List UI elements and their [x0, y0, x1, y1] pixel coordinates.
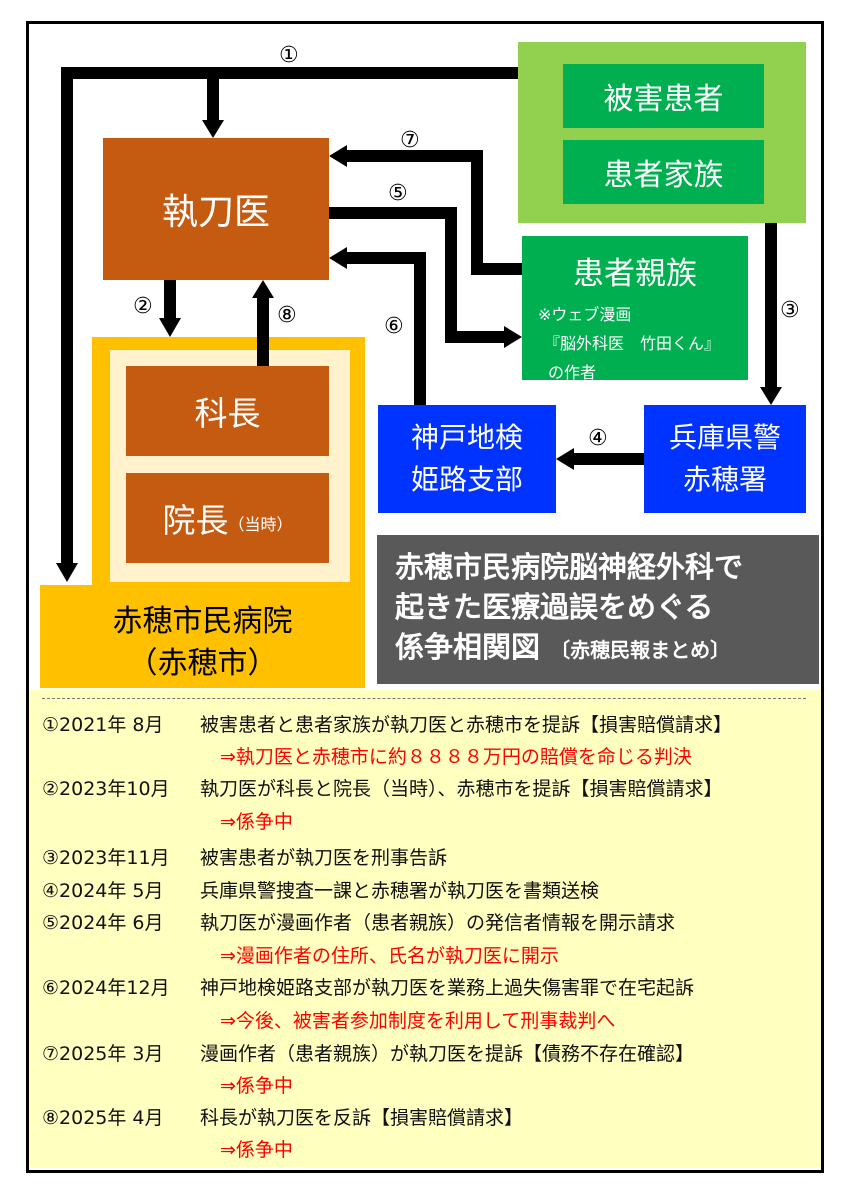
timeline-date: ①2021年 8月 [42, 714, 164, 736]
arrow-3-head [760, 387, 782, 405]
divider [42, 698, 806, 699]
arrow-label-6: ⑥ [384, 314, 404, 339]
arrow-6-line [345, 252, 426, 405]
timeline-row-5: ⑤2024年 6月 執刀医が漫画作者（患者親族）の発信者情報を開示請求 [42, 908, 675, 935]
timeline-text: 兵庫県警捜査一課と赤穂署が執刀医を書類送検 [200, 880, 600, 902]
prosecutor-line-2: 姫路支部 [410, 463, 523, 496]
arrow-label-1: ① [279, 43, 299, 68]
timeline-row-8: ⑧2025年 4月 科長が執刀医を反訴【損害賠償請求】 [42, 1103, 523, 1130]
arrow-1-line [61, 67, 518, 565]
victim-patient-label: 被害患者 [603, 82, 724, 117]
title-line-3: 係争相関図 [395, 630, 541, 665]
surgeon-label: 執刀医 [161, 192, 270, 233]
arrow-label-3: ③ [780, 298, 800, 323]
timeline-text: 執刀医が科長と院長（当時）、赤穂市を提訴【損害賠償請求】 [200, 778, 723, 800]
timeline-date: ⑤2024年 6月 [42, 912, 164, 934]
arrow-label-4: ④ [588, 426, 608, 451]
title-source: 〔赤穂民報まとめ〕 [550, 638, 731, 663]
police-line-1: 兵庫県警 [668, 421, 781, 454]
victim-patient-box: 被害患者 [563, 64, 764, 128]
timeline-date: ⑥2024年12月 [42, 977, 170, 999]
director-label: 院長 [162, 501, 229, 540]
arrow-7-head [329, 145, 347, 167]
arrow-4-head [556, 448, 574, 470]
arrow-1-branch-head [202, 120, 224, 138]
arrow-label-5: ⑤ [388, 181, 408, 206]
prosecutor-line-1: 神戸地検 [410, 421, 523, 454]
prosecutor-box: 神戸地検姫路支部 [378, 405, 556, 513]
arrow-label-7: ⑦ [400, 128, 420, 153]
timeline-date: ⑧2025年 4月 [42, 1107, 164, 1129]
timeline-text: 執刀医が漫画作者（患者親族）の発信者情報を開示請求 [200, 912, 676, 934]
relative-note-2: 『脳外科医 竹田くん』 [544, 334, 721, 353]
director-note: （当時） [228, 515, 293, 534]
arrow-1-head [56, 563, 78, 582]
arrow-label-2: ② [133, 294, 153, 319]
timeline-row-7: ⑦2025年 3月 漫画作者（患者親族）が執刀医を提訴【債務不存在確認】 [42, 1039, 694, 1066]
relative-note-3: の作者 [548, 363, 597, 382]
hospital-group-lower [40, 585, 365, 688]
arrow-5-head [504, 326, 522, 348]
timeline-result-6: ⇒今後、被害者参加制度を利用して刑事裁判へ [220, 1010, 616, 1032]
police-box: 兵庫県警赤穂署 [644, 405, 806, 513]
arrow-5-line [329, 207, 505, 343]
director-box: 院長（当時） [126, 473, 329, 563]
timeline-row-4: ④2024年 5月 兵庫県警捜査一課と赤穂署が執刀医を書類送検 [42, 876, 599, 903]
timeline-text: 被害患者が執刀医を刑事告訴 [200, 847, 448, 869]
timeline-text: 漫画作者（患者親族）が執刀医を提訴【債務不存在確認】 [200, 1043, 695, 1065]
title-line-2: 起きた医療過誤をめぐる [395, 590, 714, 625]
arrows [56, 67, 782, 582]
arrow-2-head [159, 318, 181, 337]
title-line-1: 赤穂市民病院脳神経外科で [395, 550, 744, 584]
arrow-8-head [252, 280, 274, 298]
chief-label: 科長 [194, 394, 261, 433]
timeline-panel [29, 690, 821, 1167]
relative-note-1: ※ウェブ漫画 [538, 305, 632, 324]
timeline-result-7: ⇒係争中 [220, 1075, 293, 1097]
chief-box: 科長 [126, 366, 329, 456]
surgeon-box: 執刀医 [103, 138, 329, 280]
timeline-date: ④2024年 5月 [42, 880, 164, 902]
timeline-text: 科長が執刀医を反訴【損害賠償請求】 [200, 1107, 524, 1129]
relative-box: 患者親族 ※ウェブ漫画 『脳外科医 竹田くん』 の作者 [522, 236, 748, 382]
victim-family-label: 患者家族 [603, 158, 724, 193]
timeline-result-2: ⇒係争中 [220, 811, 293, 833]
hospital-city: （赤穂市） [127, 646, 278, 681]
police-line-2: 赤穂署 [682, 463, 767, 496]
timeline-row-2: ②2023年10月 執刀医が科長と院長（当時）、赤穂市を提訴【損害賠償請求】 [42, 774, 723, 801]
timeline-row-6: ⑥2024年12月 神戸地検姫路支部が執刀医を業務上過失傷害罪で在宅起訴 [42, 973, 694, 1000]
timeline-result-8: ⇒係争中 [220, 1139, 293, 1161]
timeline-text: 神戸地検姫路支部が執刀医を業務上過失傷害罪で在宅起訴 [200, 977, 695, 999]
hospital-name: 赤穂市民病院 [112, 604, 293, 639]
relative-title: 患者親族 [573, 256, 697, 292]
timeline-text: 被害患者と患者家族が執刀医と赤穂市を提訴【損害賠償請求】 [200, 714, 733, 736]
timeline-row-3: ③2023年11月 被害患者が執刀医を刑事告訴 [42, 843, 447, 870]
victim-family-box: 患者家族 [563, 140, 764, 204]
timeline-date: ③2023年11月 [42, 847, 170, 869]
timeline-result-1: ⇒執刀医と赤穂市に約８８８８万円の賠償を命じる判決 [220, 746, 692, 768]
arrow-6-head [329, 247, 347, 269]
timeline-date: ⑦2025年 3月 [42, 1043, 164, 1065]
timeline-date: ②2023年10月 [42, 778, 170, 800]
timeline-result-5: ⇒漫画作者の住所、氏名が執刀医に開示 [220, 945, 559, 967]
title-box: 赤穂市民病院脳神経外科で 起きた医療過誤をめぐる 係争相関図 〔赤穂民報まとめ〕 [377, 535, 819, 684]
arrow-7-line [345, 150, 522, 275]
timeline-row-1: ①2021年 8月 被害患者と患者家族が執刀医と赤穂市を提訴【損害賠償請求】 [42, 710, 732, 737]
arrow-label-8: ⑧ [277, 303, 297, 328]
